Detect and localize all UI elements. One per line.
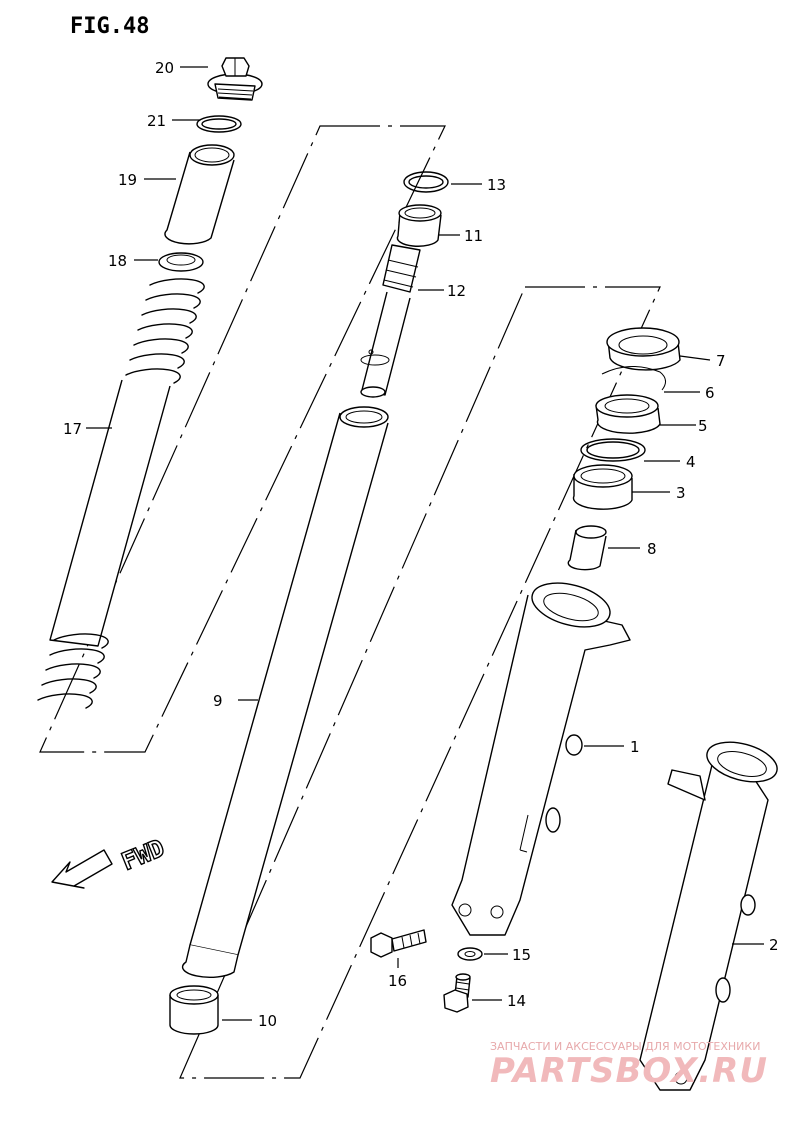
part-11-piston-ring[interactable] (396, 204, 442, 247)
part-5-oil-seal[interactable] (595, 394, 661, 434)
callout-15: 15 (512, 946, 531, 964)
callout-12: 12 (447, 282, 466, 300)
callout-14: 14 (507, 992, 526, 1010)
callout-7: 7 (716, 352, 726, 370)
watermark-brand: PARTSBOX.RU (490, 1051, 768, 1091)
fwd-direction-arrow: FWD (51, 833, 169, 889)
part-21-o-ring[interactable] (196, 115, 242, 133)
callout-8: 8 (647, 540, 657, 558)
callout-20: 20 (155, 59, 174, 77)
callout-labels: 20 21 19 18 17 13 11 12 7 6 5 4 3 8 9 10… (63, 59, 779, 1030)
fork-assembly-boundary (179, 286, 661, 1079)
callout-2: 2 (769, 936, 779, 954)
part-2-outer-tube[interactable] (639, 735, 781, 1091)
callout-9: 9 (213, 692, 223, 710)
part-15-washer[interactable] (457, 947, 483, 961)
part-7-dust-seal[interactable] (606, 327, 681, 371)
part-10-bush[interactable] (169, 985, 219, 1035)
part-13-ring[interactable] (403, 171, 449, 193)
callout-11: 11 (464, 227, 483, 245)
callout-17: 17 (63, 420, 82, 438)
callout-19: 19 (118, 171, 137, 189)
part-4-washer[interactable] (580, 438, 646, 462)
part-20-cap-bolt[interactable] (207, 57, 263, 101)
leader-lines (86, 66, 764, 1021)
part-18-washer[interactable] (158, 252, 204, 272)
callout-21: 21 (147, 112, 166, 130)
callout-13: 13 (487, 176, 506, 194)
part-16-bolt[interactable] (370, 929, 427, 958)
part-3-guide-bush[interactable] (572, 464, 633, 510)
fwd-label: FWD (118, 834, 169, 876)
callout-18: 18 (108, 252, 127, 270)
part-9-inner-tube[interactable] (181, 406, 389, 978)
part-6-stopper-ring[interactable] (601, 366, 666, 391)
part-19-spacer[interactable] (164, 144, 235, 245)
part-1-outer-tube[interactable] (451, 575, 631, 936)
part-17-fork-spring[interactable] (37, 278, 205, 709)
callout-1: 1 (630, 738, 640, 756)
callout-6: 6 (705, 384, 715, 402)
watermark-caption: ЗАПЧАСТИ И АКСЕССУАРЫ ДЛЯ МОТОТЕХНИКИ (490, 1040, 760, 1053)
figure-title: FIG.48 (70, 14, 149, 39)
callout-10: 10 (258, 1012, 277, 1030)
callout-5: 5 (698, 417, 708, 435)
part-14-drain-bolt[interactable] (443, 973, 471, 1013)
callout-16: 16 (388, 972, 407, 990)
watermark: ЗАПЧАСТИ И АКСЕССУАРЫ ДЛЯ МОТОТЕХНИКИ PA… (490, 1040, 768, 1091)
callout-3: 3 (676, 484, 686, 502)
callout-4: 4 (686, 453, 696, 471)
spring-group-boundary (39, 125, 446, 753)
part-12-damper-rod[interactable] (360, 244, 421, 398)
part-8-oil-lock-piece[interactable] (567, 525, 607, 571)
